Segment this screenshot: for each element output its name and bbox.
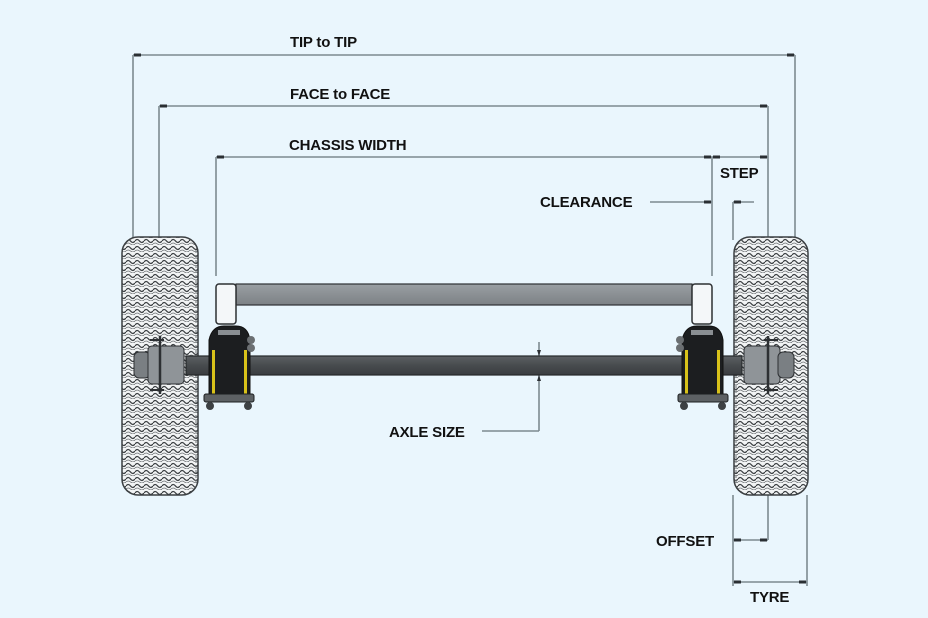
dimension-tyre <box>733 495 808 586</box>
chassis-beam <box>215 283 713 325</box>
dimension-clearance <box>650 200 754 240</box>
dimension-axle-size <box>482 342 541 432</box>
right-spring-hanger <box>676 325 729 410</box>
label-face-to-face: FACE to FACE <box>290 86 390 103</box>
label-tyre: TYRE <box>750 589 789 606</box>
dimension-tip-to-tip <box>132 53 796 240</box>
label-offset: OFFSET <box>656 533 714 550</box>
dimension-chassis-width <box>215 155 713 276</box>
dimension-offset <box>732 495 769 586</box>
axle-beam <box>185 355 743 376</box>
left-spring-hanger <box>203 325 255 410</box>
dimension-face-to-face <box>158 104 769 240</box>
dimension-step <box>712 155 768 159</box>
label-step: STEP <box>720 165 759 182</box>
label-tip-to-tip: TIP to TIP <box>290 34 357 51</box>
label-axle-size: AXLE SIZE <box>389 424 465 441</box>
label-clearance: CLEARANCE <box>540 194 633 211</box>
right-hub <box>743 336 795 394</box>
left-hub <box>133 336 185 394</box>
label-chassis-width: CHASSIS WIDTH <box>289 137 406 154</box>
